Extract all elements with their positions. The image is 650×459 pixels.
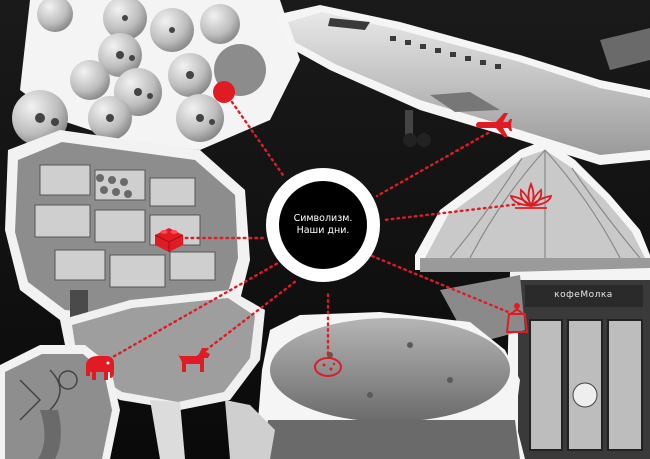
airplane-photo bbox=[275, 5, 650, 165]
connector-lines bbox=[102, 100, 522, 364]
elephant-icon bbox=[86, 356, 114, 380]
center-title-line-1: Символизм. bbox=[293, 213, 353, 224]
lego-brick-icon bbox=[154, 228, 184, 252]
dog-icon bbox=[178, 348, 210, 372]
center-title-ring: Символизм. Наши дни. bbox=[266, 168, 380, 282]
potato-icon bbox=[314, 357, 342, 377]
balloon-dot-icon bbox=[213, 81, 235, 103]
shop-sign: кофеМолка bbox=[554, 290, 613, 300]
airplane-icon bbox=[476, 113, 512, 137]
coffee-bag-icon bbox=[505, 303, 529, 333]
potato-house bbox=[250, 312, 525, 459]
center-title-line-2: Наши дни. bbox=[296, 225, 350, 236]
lego-house bbox=[5, 130, 250, 330]
lotus-icon bbox=[509, 181, 553, 209]
sphere-houses bbox=[12, 0, 300, 150]
